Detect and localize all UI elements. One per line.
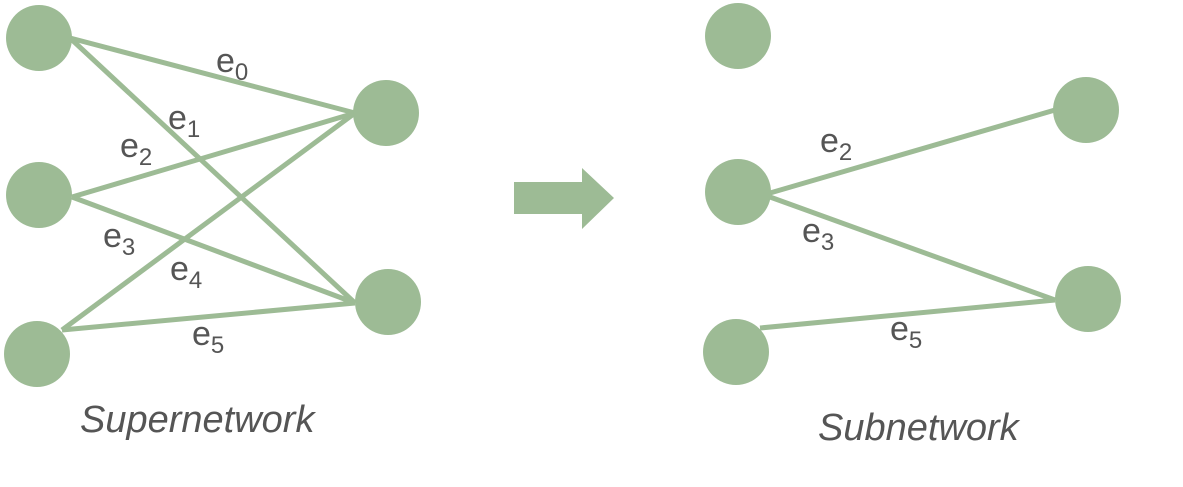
super-output-node-1 [353, 80, 419, 146]
sub-edge-e2 [769, 107, 1056, 196]
super-input-node-3 [4, 321, 70, 387]
edge-e0 [69, 35, 356, 116]
edge-label-e2: e2 [120, 127, 152, 171]
sub-edge-e3 [769, 194, 1056, 303]
super-input-node-2 [6, 162, 72, 228]
sub-edge-e5 [759, 297, 1056, 331]
sub-input-node-2 [705, 159, 771, 225]
edge-label-e1: e1 [168, 99, 200, 143]
super-output-node-2 [355, 269, 421, 335]
edge-label-e5: e5 [192, 315, 224, 359]
sub-input-node-3 [703, 319, 769, 385]
edge-e5 [61, 300, 356, 333]
supernetwork-nodes [4, 5, 421, 387]
supernetwork-caption: Supernetwork [80, 399, 316, 441]
subnetwork-nodes [703, 3, 1121, 385]
edge-label-e0: e0 [216, 42, 248, 86]
sub-edge-label-e3: e3 [802, 212, 834, 256]
sub-edge-label-e5: e5 [890, 310, 922, 354]
transform-arrow-icon [514, 168, 614, 229]
sub-input-node-1 [705, 3, 771, 69]
supernetwork-edges [60, 35, 357, 333]
sub-output-node-2 [1055, 266, 1121, 332]
edge-e3 [71, 194, 356, 306]
super-input-node-1 [6, 5, 72, 71]
subnetwork-labels: e2 e3 e5 [802, 122, 922, 354]
subnetwork-edges [759, 107, 1056, 331]
edge-e2 [71, 110, 356, 200]
edge-label-e4: e4 [170, 250, 202, 294]
subnetwork-caption: Subnetwork [818, 407, 1021, 449]
sub-output-node-1 [1053, 77, 1119, 143]
edge-e1 [68, 36, 357, 305]
supernetwork-labels: e0 e1 e2 e3 e4 e5 [103, 42, 248, 359]
edge-e4 [60, 110, 357, 333]
sub-edge-label-e2: e2 [820, 122, 852, 166]
edge-label-e3: e3 [103, 217, 135, 261]
